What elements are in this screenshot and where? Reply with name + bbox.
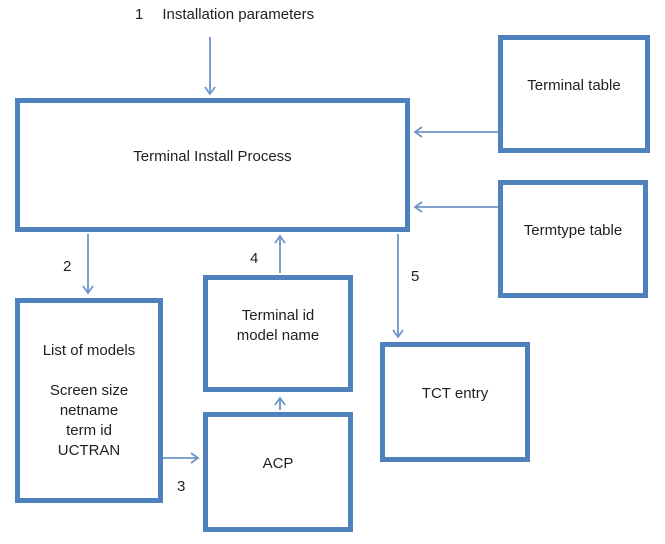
node-acp-label: ACP <box>262 455 294 472</box>
node-terminal-id-line: model name <box>236 326 320 344</box>
node-tct-entry: TCT entry <box>380 342 530 462</box>
node-terminal-table-label: Terminal table <box>527 77 621 94</box>
step-3-number: 3 <box>177 478 186 495</box>
node-list-of-models-detail: term id <box>66 421 112 439</box>
node-terminal-id-line: Terminal id <box>241 306 315 324</box>
node-terminal-id-model-name: Terminal id model name <box>203 275 353 392</box>
node-termtype-table: Termtype table <box>498 180 648 298</box>
node-list-of-models: List of models Screen size netname term … <box>15 298 163 503</box>
node-acp: ACP <box>203 412 353 532</box>
node-list-of-models-detail: Screen size <box>49 381 129 399</box>
node-list-of-models-title: List of models <box>42 341 136 359</box>
step-1-label: Installation parameters <box>162 6 315 23</box>
node-tct-entry-label: TCT entry <box>421 385 489 402</box>
node-list-of-models-detail: UCTRAN <box>57 441 121 459</box>
node-termtype-table-label: Termtype table <box>523 222 623 239</box>
step-4-number: 4 <box>250 250 259 267</box>
step-2-number: 2 <box>63 258 72 275</box>
node-terminal-install-process: Terminal Install Process <box>15 98 410 232</box>
step-1-number: 1 <box>135 6 144 23</box>
step-1-annotation: 1 Installation parameters <box>135 6 314 24</box>
node-terminal-table: Terminal table <box>498 35 650 153</box>
step-5-number: 5 <box>411 268 420 285</box>
node-terminal-install-process-label: Terminal Install Process <box>133 148 292 165</box>
node-list-of-models-detail: netname <box>59 401 119 419</box>
